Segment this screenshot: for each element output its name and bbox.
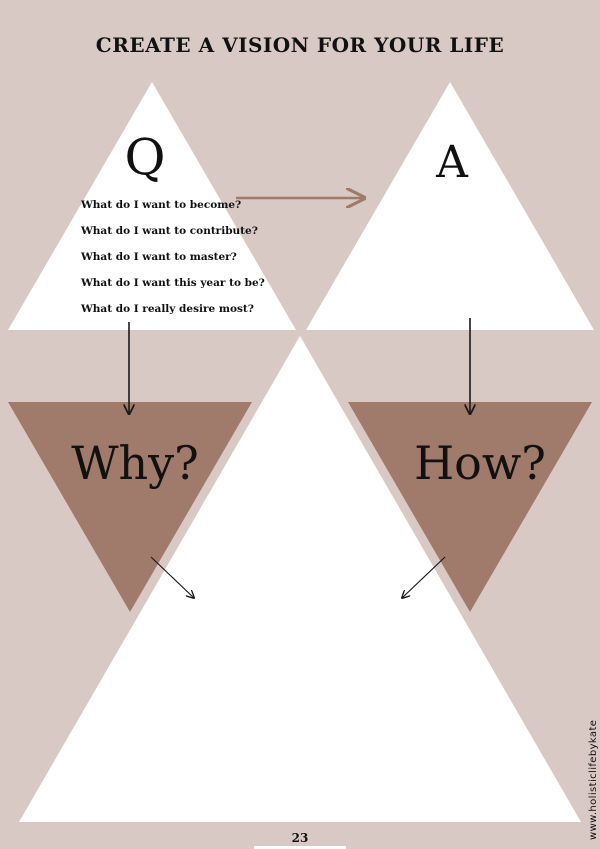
- page-number-bar: [254, 846, 346, 849]
- page-title: CREATE A VISION FOR YOUR LIFE: [95, 33, 505, 57]
- question-list: What do I want to become? What do I want…: [81, 197, 265, 327]
- question-item: What do I want to contribute?: [81, 225, 258, 237]
- page-number: 23: [291, 831, 309, 845]
- why-triangle: [8, 402, 252, 612]
- q-triangle: [8, 82, 296, 330]
- why-to-vision-arrow: [150, 556, 194, 598]
- how-label: How?: [414, 436, 546, 490]
- question-item: What do I want to become?: [81, 199, 242, 211]
- how-triangle: [348, 402, 592, 612]
- why-label: Why?: [71, 436, 199, 490]
- a-triangle: [306, 82, 594, 330]
- vision-triangle: [19, 336, 581, 822]
- question-item: What do I really desire most?: [81, 303, 254, 315]
- how-to-vision-arrow: [402, 556, 446, 598]
- question-item: What do I want to master?: [81, 251, 237, 263]
- question-item: What do I want this year to be?: [81, 277, 265, 289]
- q-letter: Q: [124, 128, 166, 186]
- a-letter: A: [436, 137, 468, 188]
- website-url: www.holisticlifebykate: [588, 719, 599, 840]
